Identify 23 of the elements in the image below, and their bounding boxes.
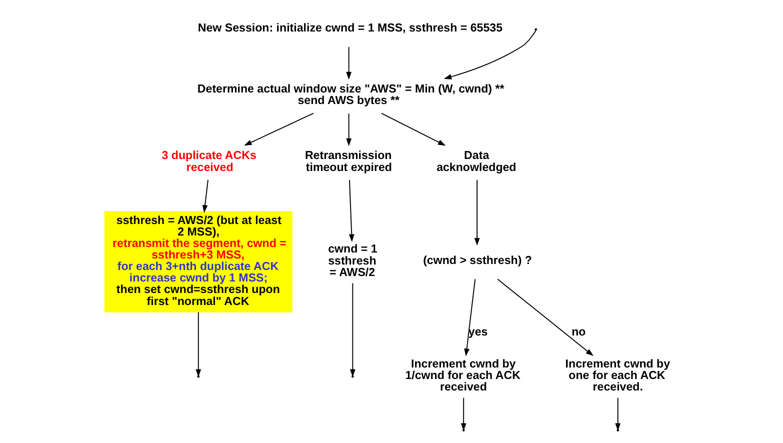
node-text: Data acknowledged xyxy=(436,150,516,174)
node-text: Determine actual window size "AWS" = Min (W, cwnd) ** send AWS bytes ** xyxy=(197,84,504,108)
arrow xyxy=(244,112,314,146)
arrow xyxy=(348,179,354,242)
node-box: ssthresh = AWS/2 (but at least 2 MSS), retransmit the segment, cwnd = ssthresh+3 MSS, for each 3+nth duplicate ACK increase cwnd by 1 MSS; then set cwnd=ssthresh upon first "normal" ACK xyxy=(104,211,292,312)
node-text: (cwnd > ssthresh) ? xyxy=(423,254,532,267)
arrow xyxy=(196,312,202,377)
arrow xyxy=(350,282,356,377)
node-text: 3 duplicate ACKs received xyxy=(162,150,256,174)
arrow xyxy=(444,30,536,80)
node-text: Increment cwnd by one for each ACK received. xyxy=(565,358,670,394)
node-text: New Session: initialize cwnd = 1 MSS, ssthresh = 65535 xyxy=(198,22,503,34)
arrow xyxy=(497,278,594,356)
edge-label: no xyxy=(572,326,586,339)
node-text: cwnd = 1 ssthresh = AWS/2 xyxy=(328,244,378,279)
arrow xyxy=(381,112,446,146)
node-text: Retransmission timeout expired xyxy=(304,150,392,174)
node-text: Increment cwnd by 1/cwnd for each ACK received xyxy=(405,358,520,394)
arrow xyxy=(346,46,352,80)
arrow xyxy=(346,113,352,146)
arrow xyxy=(202,179,208,213)
arrow xyxy=(474,179,480,246)
arrow xyxy=(464,278,476,356)
